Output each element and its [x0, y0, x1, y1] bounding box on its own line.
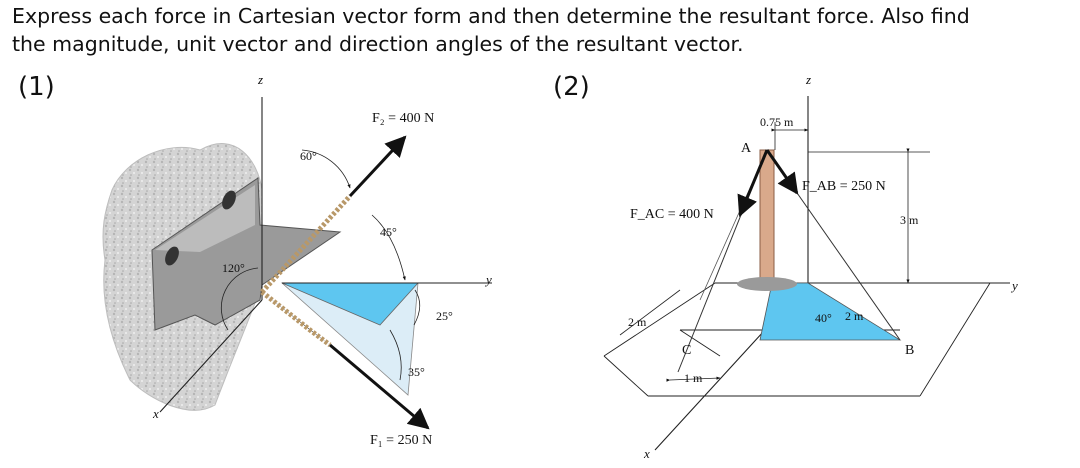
fig2-y-axis-label: y [1010, 278, 1018, 293]
dim-2m-y-label: 2 m [845, 309, 864, 323]
pole [759, 149, 775, 286]
angle-bracket [151, 177, 342, 331]
point-B-label: B [905, 343, 914, 358]
dim-3m-label: 3 m [900, 213, 919, 227]
force-F2-arrow [348, 135, 407, 198]
angle-40-label: 40° [815, 311, 832, 325]
fig1-x-axis-label: x [152, 406, 159, 421]
fig1-y-axis-label: y [484, 272, 492, 287]
fig2-z-axis-label: z [805, 72, 811, 87]
angle-35-label: 35° [408, 365, 425, 379]
angle-120-label: 120° [222, 261, 245, 275]
prompt-line-1: Express each force in Cartesian vector f… [12, 4, 970, 28]
force-F2-label: F₂ = 400 N [372, 111, 434, 126]
figure-1: z y x F₂ = 400 N F₁ = 250 N 60° 45° 120°… [102, 72, 492, 448]
force-F1-arrow [329, 343, 430, 430]
bolt-hole-1 [165, 246, 179, 266]
dim-2m-x-label: 2 m [628, 315, 647, 329]
problem-statement: Express each force in Cartesian vector f… [12, 2, 1072, 58]
figure-1-label: (1) [18, 72, 55, 102]
point-A-label: A [741, 141, 752, 156]
figure-2: z y x A B C F_AB = 250 N F_AC = 400 N 0.… [603, 72, 1018, 461]
rope [260, 194, 352, 294]
force-FAC-label: F_AC = 400 N [630, 207, 714, 222]
point-C-label: C [682, 343, 691, 358]
angle-60-label: 60° [300, 149, 317, 163]
force-FAB-label: F_AB = 250 N [802, 179, 886, 194]
dim-1m-label: 1 m [684, 371, 703, 385]
figure-2-label: (2) [553, 72, 590, 102]
force-F1-label: F₁ = 250 N [370, 433, 432, 448]
fig2-x-axis-label: x [643, 446, 650, 461]
angle-25-label: 25° [436, 309, 453, 323]
force-FAC-arrow [737, 149, 769, 217]
angle-45-label: 45° [380, 225, 397, 239]
force-FAB-arrow [765, 149, 799, 195]
bolt-hole-2 [222, 190, 236, 210]
fig1-z-axis-label: z [257, 72, 263, 87]
prompt-line-2: the magnitude, unit vector and direction… [12, 32, 744, 56]
dim-075m-label: 0.75 m [760, 115, 794, 129]
